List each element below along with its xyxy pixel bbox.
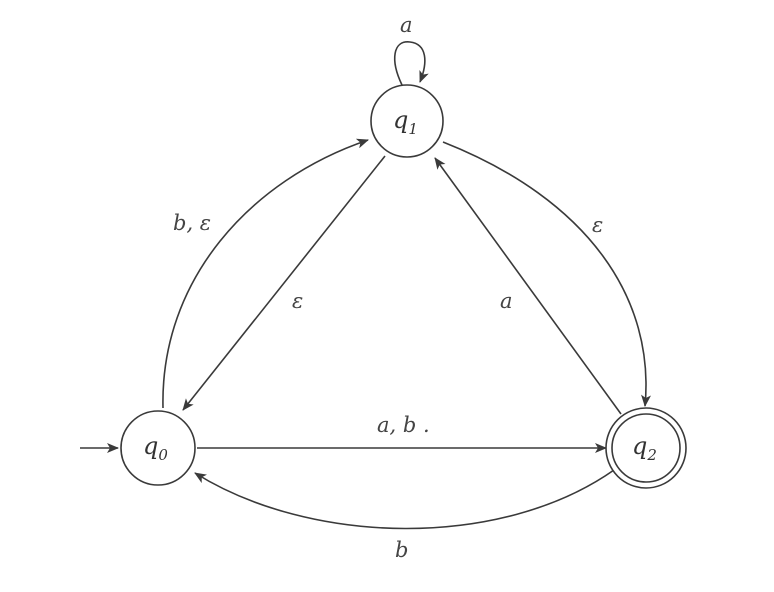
edge-q1-q2-label: ε: [592, 213, 603, 237]
edge-q0-q1-label: b, ε: [173, 211, 211, 235]
state-q2-label: q2: [632, 432, 657, 464]
edge-q0-q1: [162, 138, 369, 409]
state-q0: [120, 410, 196, 486]
edge-q2-q1: [434, 157, 622, 415]
edge-q0-q2-label: a, b .: [377, 413, 430, 437]
edge-q1-q0-label: ε: [292, 289, 303, 313]
edge-q1-q0: [182, 155, 386, 411]
edge-q1-q2: [442, 141, 652, 407]
edge-q2-q0-label: b: [395, 538, 408, 562]
state-q1: [370, 84, 444, 158]
edge-q1-q1: [394, 41, 429, 86]
edge-q1-q1-label: a: [400, 13, 413, 37]
state-q0-label: q0: [143, 432, 168, 464]
edge-q2-q0: [194, 469, 615, 530]
state-q2: [611, 413, 681, 483]
edge-q2-q1-label: a: [500, 289, 513, 313]
state-q1-label: q1: [393, 106, 418, 138]
